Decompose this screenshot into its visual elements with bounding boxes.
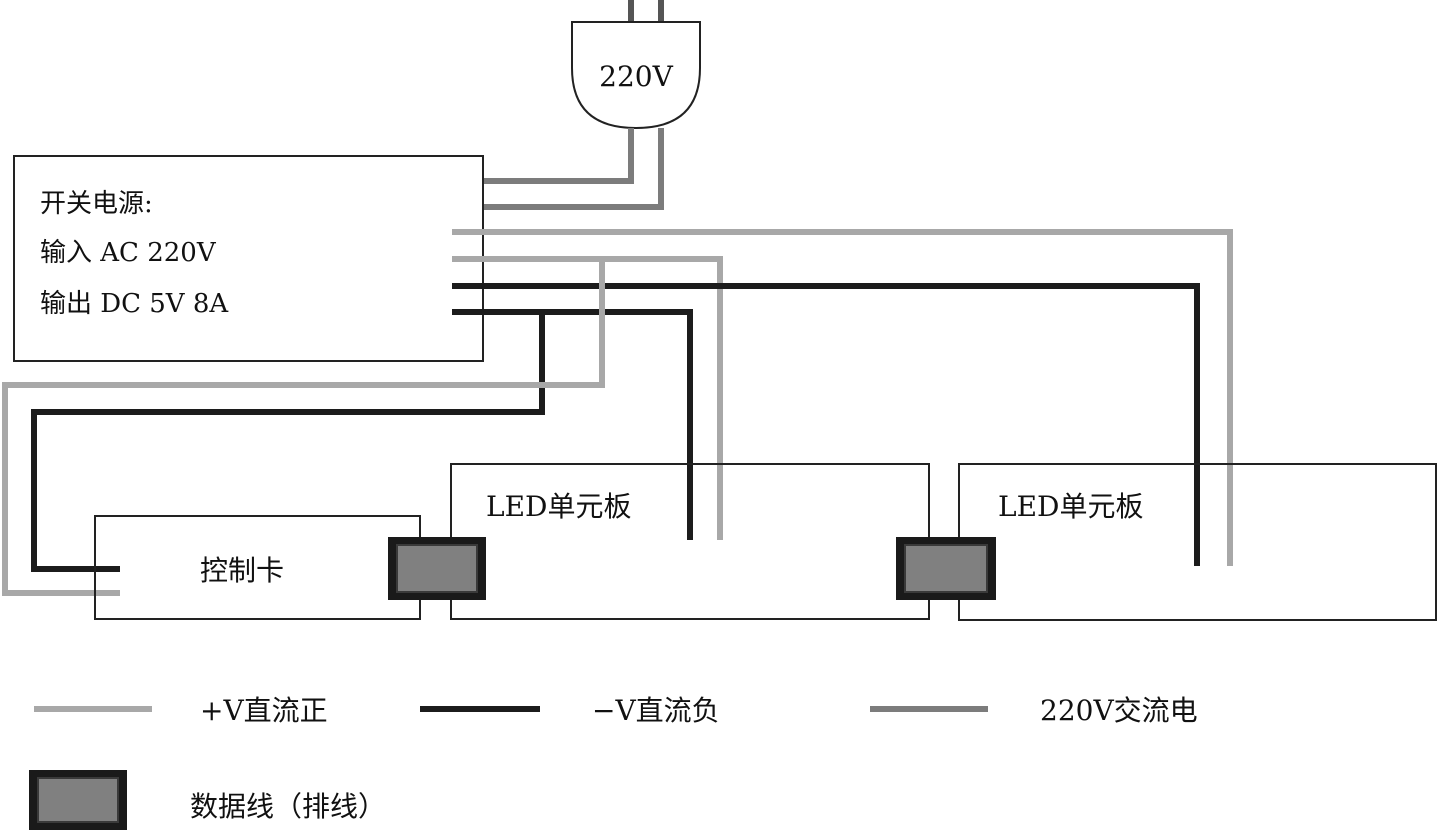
- data-connector-1-inner: [396, 544, 478, 593]
- legend-ac-label: 220V交流电: [1040, 694, 1198, 727]
- ac-wire-2: [452, 128, 664, 210]
- pos-wire-board2: [452, 229, 1233, 566]
- dc-wires: [2, 229, 1233, 596]
- pos-wire-controller: [2, 259, 605, 596]
- legend-pos-label: +V直流正: [200, 694, 328, 727]
- plug-label: 220V: [599, 60, 673, 93]
- ac-wire-1: [452, 128, 634, 184]
- led-board-1-label: LED单元板: [486, 490, 631, 523]
- psu-title: 开关电源:: [40, 189, 153, 219]
- legend-data-label: 数据线（排线）: [190, 790, 386, 823]
- controller-card: 控制卡: [94, 515, 421, 620]
- ac-wires: [452, 128, 664, 210]
- legend: +V直流正 −V直流负 220V交流电 数据线（排线）: [29, 694, 1198, 830]
- psu-output: 输出 DC 5V 8A: [40, 289, 229, 319]
- power-plug: 220V: [571, 0, 701, 130]
- data-connector-1: [388, 537, 486, 600]
- psu-input: 输入 AC 220V: [40, 238, 217, 268]
- neg-wire-board2: [452, 283, 1200, 566]
- pos-wire-board1: [452, 256, 723, 540]
- legend-data-swatch-inner: [37, 777, 119, 823]
- controller-label: 控制卡: [200, 554, 284, 587]
- data-connector-2: [896, 537, 996, 600]
- led-board-2-label: LED单元板: [998, 490, 1143, 523]
- data-connector-2-inner: [904, 544, 988, 593]
- legend-neg-label: −V直流负: [592, 694, 720, 727]
- neg-wire-controller: [31, 312, 545, 572]
- power-supply: 开关电源: 输入 AC 220V 输出 DC 5V 8A: [13, 155, 484, 362]
- plug-body: [571, 21, 701, 130]
